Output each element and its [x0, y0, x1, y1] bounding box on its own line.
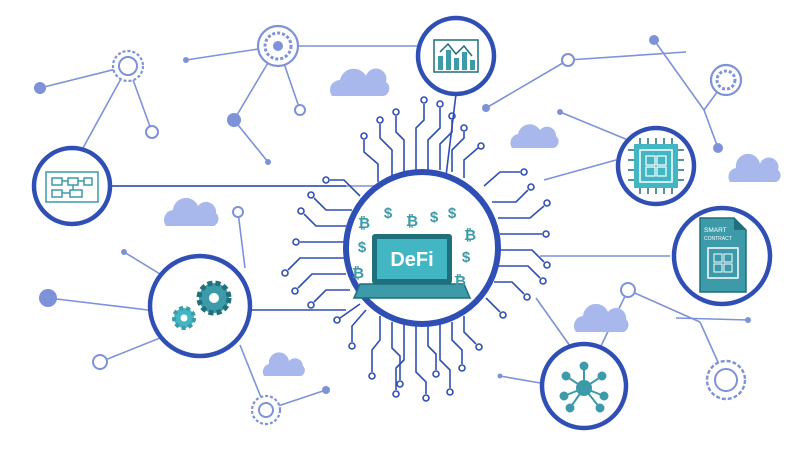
analytics-node	[415, 15, 497, 97]
dollar-symbol: $	[448, 205, 457, 222]
dollar-symbol: $	[358, 239, 367, 256]
cloud-icon	[510, 124, 559, 148]
gears-node	[147, 253, 253, 359]
cloud-icon	[573, 303, 629, 332]
analytics-chart-icon	[433, 39, 479, 73]
gear-node-icon	[256, 24, 300, 68]
cloud-icon	[262, 352, 305, 376]
smart-contract-icon: SMART CONTRACT	[699, 217, 747, 293]
network-hub-icon	[559, 361, 609, 413]
connector-line	[445, 93, 457, 177]
dollar-symbol: $	[384, 205, 393, 222]
flowchart-node	[31, 145, 113, 227]
blockchain-node	[615, 125, 697, 207]
defi-center-node: DeFi ₿ $ ₿ $ $ ₿ $ $ ₿ ₿	[343, 169, 501, 327]
background-dots	[34, 35, 751, 394]
smart-label: SMART	[704, 227, 727, 234]
dollar-symbol: $	[462, 249, 471, 266]
network-node	[539, 341, 629, 431]
circuit-pads	[281, 96, 551, 402]
flowchart-icon	[45, 171, 99, 203]
gear-node-icon	[709, 63, 743, 97]
circuit-traces	[287, 104, 545, 394]
cloud-icon	[330, 68, 390, 96]
gear-node-icon	[705, 359, 747, 401]
gear-node-icon	[111, 49, 145, 83]
cloud-icon	[728, 153, 781, 182]
bitcoin-symbol: ₿	[464, 227, 476, 244]
gears-icon	[172, 280, 232, 330]
bitcoin-symbol: ₿	[406, 213, 418, 230]
bitcoin-symbol: ₿	[454, 273, 466, 290]
gear-node-icon	[250, 394, 282, 426]
smart-contract-node: SMART CONTRACT	[671, 205, 773, 307]
cloud-icon	[163, 197, 219, 226]
dollar-symbol: $	[430, 209, 439, 226]
bitcoin-symbol: ₿	[358, 215, 370, 232]
blockchain-chip-icon	[628, 138, 684, 194]
contract-label: CONTRACT	[704, 236, 732, 242]
crypto-symbols: ₿ $ ₿ $ $ ₿ $ $ ₿ ₿	[352, 205, 476, 290]
defi-label: DeFi	[390, 249, 433, 271]
defi-laptop-icon: DeFi	[352, 234, 472, 299]
bitcoin-symbol: ₿	[352, 265, 364, 282]
background-ring-dots	[92, 53, 636, 370]
